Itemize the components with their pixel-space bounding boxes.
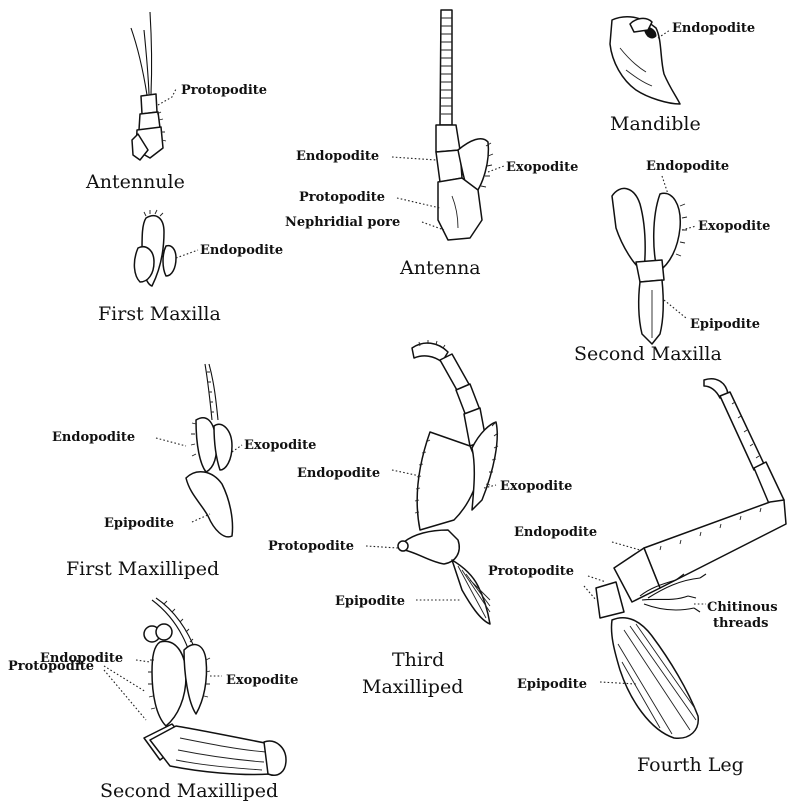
second-maxilla-endopodite-label: Endopodite <box>646 159 729 174</box>
second-maxilla-endopodite-leader <box>662 176 668 194</box>
third-maxilliped-endopodite-label: Endopodite <box>297 466 380 481</box>
first-maxilliped-endopodite-leader <box>156 438 186 446</box>
second-maxilliped-protopodite-leader <box>104 666 146 720</box>
first-maxilliped-caption: First Maxilliped <box>66 558 219 580</box>
third-maxilliped-epipodite-label: Epipodite <box>335 594 405 609</box>
second-maxilla-epipodite-leader <box>664 300 686 318</box>
antenna-endopodite-leader <box>392 157 436 160</box>
fourth-leg-endopodite-leader <box>612 542 640 550</box>
first-maxilliped-epipodite-leader <box>192 514 210 522</box>
antennule-figure <box>131 12 166 160</box>
mandible-caption: Mandible <box>610 113 701 135</box>
mandible-endopodite-leader <box>658 30 670 38</box>
first-maxilliped-endopodite-label: Endopodite <box>52 430 135 445</box>
antennule-protopodite-label: Protopodite <box>181 83 267 98</box>
antenna-figure <box>436 10 493 240</box>
fourth-leg-chitinous-threads-label-line1: Chitinous <box>707 600 778 615</box>
third-maxilliped-exopodite-label: Exopodite <box>500 479 572 494</box>
third-maxilliped-protopodite-leader <box>366 546 398 548</box>
first-maxilla-endopodite-label: Endopodite <box>200 243 283 258</box>
first-maxilliped-figure <box>186 364 233 537</box>
antenna-caption: Antenna <box>399 257 481 279</box>
antenna-exopodite-leader <box>488 166 504 172</box>
first-maxilla-caption: First Maxilla <box>98 303 221 325</box>
fourth-leg-endopodite-label: Endopodite <box>514 525 597 540</box>
third-maxilliped-caption-line1: Third <box>392 649 444 671</box>
third-maxilliped-figure <box>398 340 498 624</box>
third-maxilliped-caption-line2: Maxilliped <box>362 676 463 698</box>
antennule-protopodite-leader <box>158 89 176 105</box>
second-maxilla-exopodite-label: Exopodite <box>698 219 770 234</box>
first-maxilla-endopodite-leader <box>176 250 198 258</box>
second-maxilliped-endopodite-leader <box>136 660 150 662</box>
first-maxilliped-epipodite-label: Epipodite <box>104 516 174 531</box>
second-maxilla-exopodite-leader <box>682 226 696 230</box>
antenna-protopodite-label: Protopodite <box>299 190 385 205</box>
mandible-figure <box>610 17 680 104</box>
fourth-leg-protopodite-label: Protopodite <box>488 564 574 579</box>
second-maxilliped-protopodite-label: Protopodite <box>8 659 94 674</box>
first-maxilliped-exopodite-leader <box>232 445 242 452</box>
second-maxilla-figure <box>612 188 687 344</box>
antenna-protopodite-leader <box>397 198 440 208</box>
second-maxilliped-caption: Second Maxilliped <box>100 780 278 802</box>
third-maxilliped-protopodite-label: Protopodite <box>268 539 354 554</box>
fourth-leg-chitinous-threads-label-line2: threads <box>713 616 768 631</box>
antenna-endopodite-label: Endopodite <box>296 149 379 164</box>
mandible-endopodite-label: Endopodite <box>672 21 755 36</box>
fourth-leg-figure <box>596 379 786 738</box>
third-maxilliped-endopodite-leader <box>392 470 420 476</box>
second-maxilla-epipodite-label: Epipodite <box>690 317 760 332</box>
antenna-exopodite-label: Exopodite <box>506 160 578 175</box>
antenna-nephridial-pore-label: Nephridial pore <box>285 215 400 230</box>
second-maxilliped-exopodite-label: Exopodite <box>226 673 298 688</box>
antennule-caption: Antennule <box>85 171 185 193</box>
fourth-leg-epipodite-label: Epipodite <box>517 677 587 692</box>
first-maxilliped-exopodite-label: Exopodite <box>244 438 316 453</box>
first-maxilla-figure <box>134 210 176 286</box>
fourth-leg-caption: Fourth Leg <box>637 754 744 776</box>
second-maxilla-caption: Second Maxilla <box>574 343 722 365</box>
